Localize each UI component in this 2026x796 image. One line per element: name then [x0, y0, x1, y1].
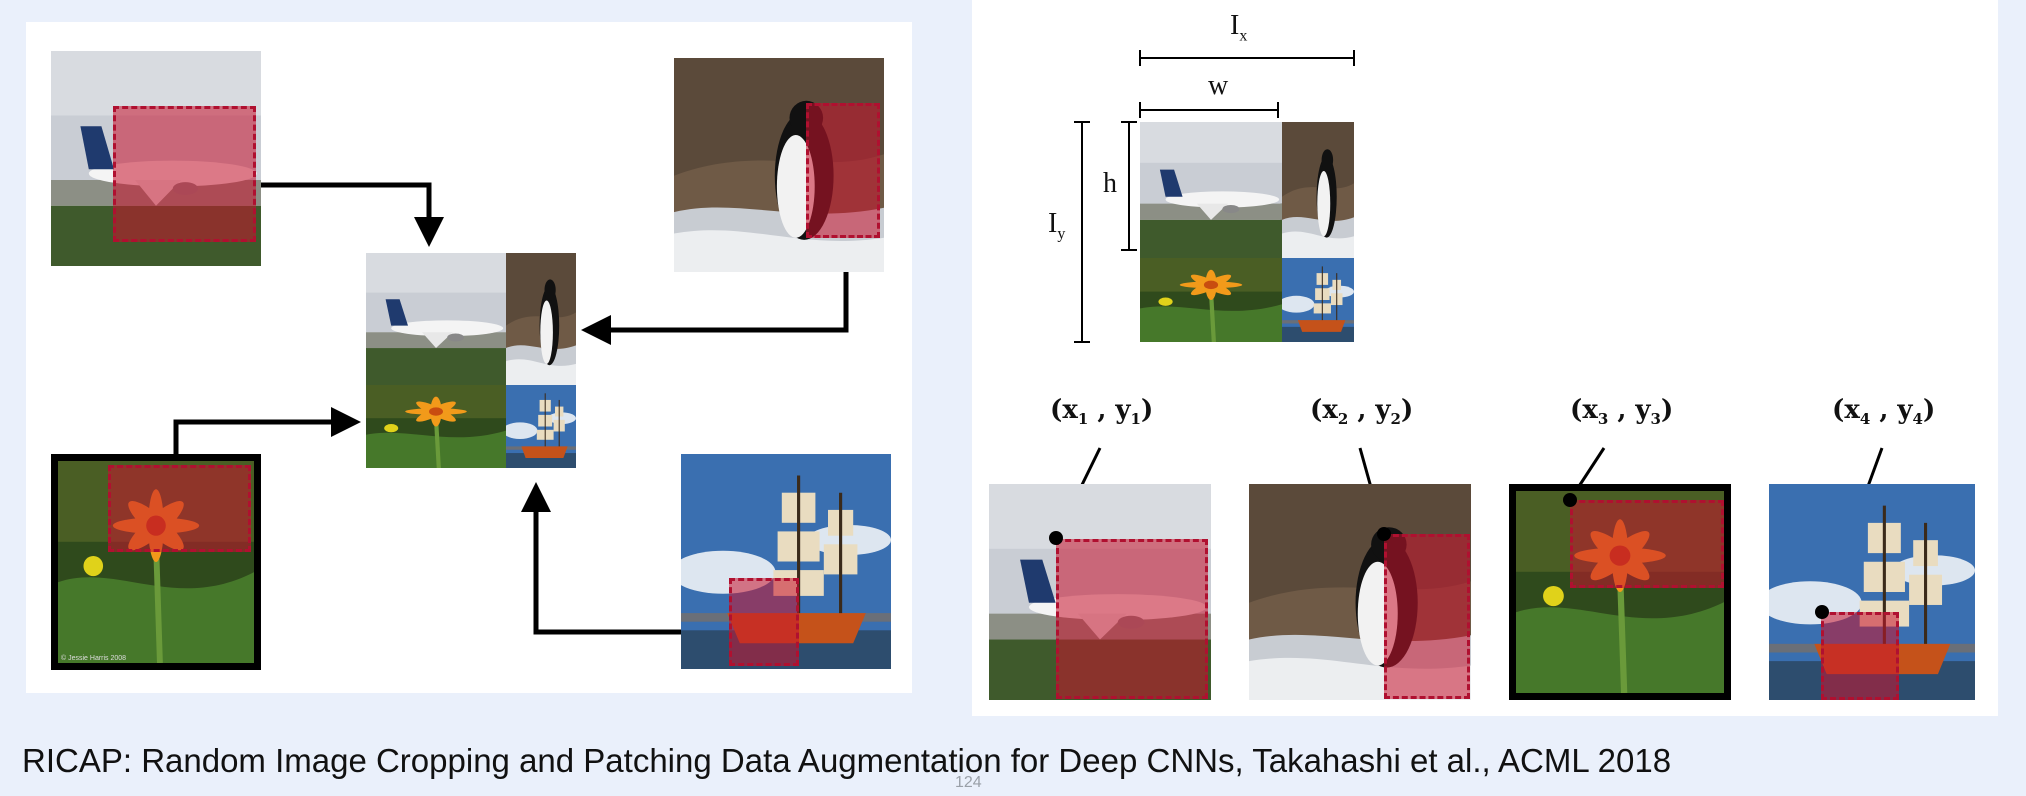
citation-caption: RICAP: Random Image Cropping and Patchin… [22, 742, 1672, 779]
coord-label-2: (x2 , y2) [1310, 395, 1414, 429]
arrow-ship-to-patch [521, 482, 681, 635]
w-label: w [1208, 70, 1229, 101]
penguin-crop-region [806, 103, 880, 238]
arrow-flower-to-patch [173, 407, 361, 457]
ship-crop-region [729, 578, 799, 666]
photo-credit: © Jessie Harris 2008 [61, 655, 127, 662]
crop-example-ship [1769, 484, 1975, 700]
crop-example-penguin [1249, 484, 1471, 700]
coord-point-4 [1815, 605, 1829, 619]
penguin-image [674, 58, 884, 272]
crop-region-4 [1821, 612, 1899, 700]
crop-region-3 [1570, 500, 1724, 588]
airplane-crop-region [113, 106, 256, 242]
coord-label-4: (x4 , y4) [1832, 395, 1936, 429]
right-diagram-panel: Ix w Iy h (x1 , y1) (x2 , y2) (x3 , y3) … [972, 0, 1998, 716]
ix-label: Ix [1230, 10, 1248, 45]
arrow-airplane-to-patch [256, 182, 444, 247]
crop-example-airplane [989, 484, 1211, 700]
coord-point-1 [1049, 531, 1063, 545]
coord-point-2 [1377, 527, 1391, 541]
left-diagram-panel: © Jessie Harris 2008 [26, 22, 912, 693]
ship-image [681, 454, 891, 669]
flower-crop-region [108, 465, 251, 552]
page-number: 124 [955, 774, 982, 791]
crop-region-1 [1056, 539, 1208, 699]
flower-image: © Jessie Harris 2008 [51, 454, 261, 670]
h-label: h [1103, 168, 1117, 199]
crop-region-2 [1384, 534, 1470, 699]
patched-diagram-image [1140, 122, 1354, 342]
coord-point-3 [1563, 493, 1577, 507]
iy-label: Iy [1048, 208, 1066, 243]
airplane-image [51, 51, 261, 266]
patched-result-image [366, 253, 576, 468]
coord-label-3: (x3 , y3) [1570, 395, 1674, 429]
coord-label-1: (x1 , y1) [1050, 395, 1154, 429]
crop-example-flower [1509, 484, 1731, 700]
